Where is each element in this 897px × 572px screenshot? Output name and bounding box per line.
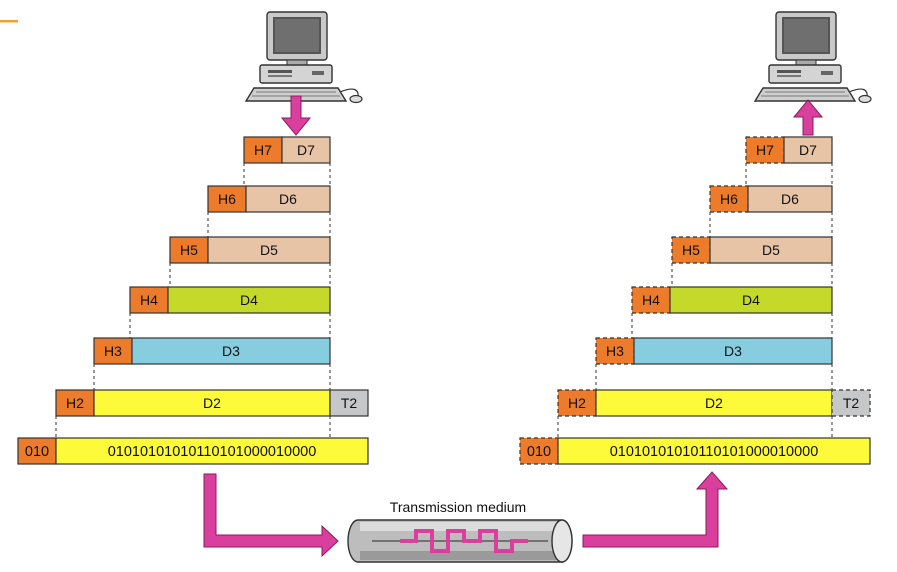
sender-header-label-h2: H2 [66, 395, 84, 411]
sender-down-arrow [280, 95, 312, 136]
receiver-trailer-t2 [831, 389, 871, 417]
receiver-header-label-h5: H5 [682, 242, 700, 258]
receiver-data-d6 [747, 185, 833, 213]
receiver-data-d4 [669, 286, 833, 314]
medium-to-receiver-arrow [582, 471, 729, 548]
sender-header-h5 [169, 236, 209, 264]
sender-physical-header [17, 437, 57, 465]
sender-data-d7 [281, 136, 331, 164]
receiver-bitstream-label: 01010101010110101000010000 [610, 444, 819, 460]
receiver-up-arrow [792, 99, 824, 136]
receiver-data-d7 [783, 136, 833, 164]
receiver-header-label-h2: H2 [568, 395, 586, 411]
receiver-header-h4 [631, 286, 671, 314]
sender-data-d2 [93, 389, 331, 417]
sender-data-label-d6: D6 [279, 191, 297, 207]
sender-physical-header-label: 010 [25, 444, 49, 460]
sender-header-h6 [207, 185, 247, 213]
transmission-medium-icon: Transmission medium [347, 499, 573, 563]
sender-data-d4 [167, 286, 331, 314]
receiver-bitstream [557, 437, 871, 465]
sender-to-medium-arrow [203, 473, 339, 558]
receiver-data-label-d5: D5 [762, 242, 780, 258]
sender-data-label-d7: D7 [297, 142, 315, 158]
sender-data-label-d2: D2 [203, 395, 221, 411]
sender-data-d5 [207, 236, 331, 264]
sender-data-label-d5: D5 [260, 242, 278, 258]
receiver-header-label-h6: H6 [720, 191, 738, 207]
sender-computer-icon [244, 11, 363, 104]
sender-header-h2 [55, 389, 95, 417]
receiver-data-label-d3: D3 [724, 343, 742, 359]
receiver-data-label-d2: D2 [705, 395, 723, 411]
sender-header-label-h3: H3 [104, 343, 122, 359]
sender-header-label-h7: H7 [254, 142, 272, 158]
sender-trailer-t2 [329, 389, 369, 417]
sender-header-label-h6: H6 [218, 191, 236, 207]
receiver-computer-icon [753, 11, 872, 104]
sender-data-label-d3: D3 [222, 343, 240, 359]
receiver-data-label-d7: D7 [799, 142, 817, 158]
receiver-header-h2 [557, 389, 597, 417]
sender-trailer-label-t2: T2 [341, 395, 358, 411]
receiver-data-d3 [633, 337, 833, 365]
receiver-header-label-h4: H4 [642, 292, 660, 308]
sender-header-h4 [129, 286, 169, 314]
sender-data-d3 [131, 337, 331, 365]
receiver-header-label-h7: H7 [756, 142, 774, 158]
sender-header-label-h4: H4 [140, 292, 158, 308]
sender-data-label-d4: D4 [240, 292, 258, 308]
sender-bitstream [55, 437, 369, 465]
corner-mark [0, 20, 18, 23]
transmission-medium-label: Transmission medium [390, 499, 526, 515]
receiver-header-h7 [745, 136, 785, 164]
sender-bitstream-label: 01010101010110101000010000 [108, 444, 317, 460]
receiver-data-label-d6: D6 [781, 191, 799, 207]
receiver-header-label-h3: H3 [606, 343, 624, 359]
receiver-physical-header-label: 010 [527, 444, 551, 460]
receiver-data-label-d4: D4 [742, 292, 760, 308]
sender-header-h3 [93, 337, 133, 365]
receiver-trailer-label-t2: T2 [843, 395, 860, 411]
receiver-header-h6 [709, 185, 749, 213]
sender-header-label-h5: H5 [180, 242, 198, 258]
receiver-data-d5 [709, 236, 833, 264]
sender-data-d6 [245, 185, 331, 213]
